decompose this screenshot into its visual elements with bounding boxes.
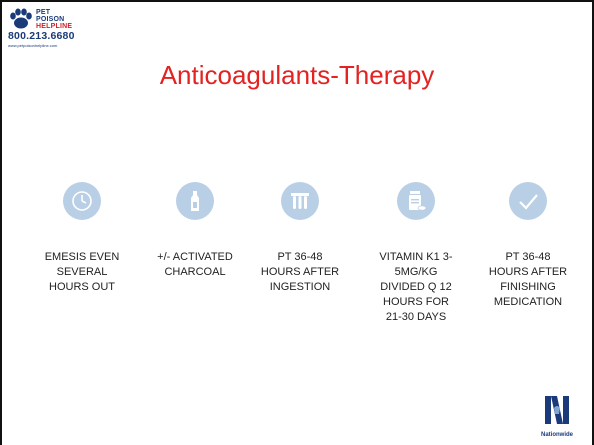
step-label: EMESIS EVEN SEVERAL HOURS OUT [44, 251, 120, 293]
step-icon-circle [176, 182, 214, 220]
step-pt-after-finishing: PT 36-48 HOURS AFTER FINISHING MEDICATIO… [478, 182, 578, 310]
step-vitamin-k1: VITAMIN K1 3- 5MG/KG DIVIDED Q 12 HOURS … [366, 182, 466, 325]
step-icon-circle [397, 182, 435, 220]
checkmark-icon [519, 194, 538, 210]
logo-brand-line3: HELPLINE [36, 23, 73, 30]
step-emesis: EMESIS EVEN SEVERAL HOURS OUT [32, 182, 132, 295]
slide-title: Anticoagulants-Therapy [159, 60, 435, 90]
logo-brand: PET POISON HELPLINE [36, 9, 72, 30]
step-pt-after-ingestion: PT 36-48 HOURS AFTER INGESTION [250, 182, 350, 295]
paw-icon [10, 8, 32, 29]
nationwide-eagle-icon [545, 396, 569, 424]
step-icon-circle [509, 182, 547, 220]
step-icon-circle [281, 182, 319, 220]
step-activated-charcoal: +/- ACTIVATED CHARCOAL [145, 182, 245, 280]
logo-phone: 800.213.6680 [8, 30, 75, 42]
logo-url: www.petpoisonhelpline.com [8, 43, 58, 48]
clock-icon [72, 191, 92, 211]
logo-brand-line2: POISON [36, 16, 65, 23]
test-tubes-icon [291, 193, 309, 209]
step-icon-circle [63, 182, 101, 220]
nationwide-logo: Nationwide [537, 394, 577, 442]
medication-icon [409, 191, 427, 211]
bottle-icon [191, 191, 199, 211]
logo-brand-line1: PET [36, 9, 51, 16]
nationwide-text: Nationwide [540, 432, 573, 438]
step-label: PT 36-48 HOURS AFTER FINISHING MEDICATIO… [488, 251, 568, 308]
step-label: VITAMIN K1 3- 5MG/KG DIVIDED Q 12 HOURS … [379, 251, 453, 323]
pet-poison-helpline-logo: PET POISON HELPLINE 800.213.6680 www.pet… [8, 8, 98, 64]
step-label: PT 36-48 HOURS AFTER INGESTION [260, 251, 340, 293]
step-label: +/- ACTIVATED CHARCOAL [157, 251, 233, 278]
